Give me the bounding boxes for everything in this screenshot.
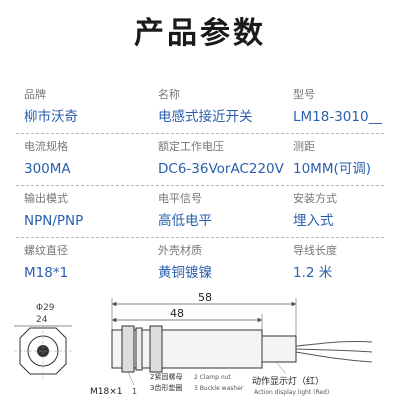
spec-row-4: 螺纹直径 M18*1 外壳材质 黄铜镀镍 导线长度 1.2 米 [0,238,400,290]
spec-row-2: 电流规格 300MA 额定工作电压 DC6-36VorAC220V 测距 10M… [0,134,400,186]
spec-cell-output: 输出模式 NPN/PNP [24,192,150,230]
cable-wire [295,351,373,363]
spec-value-current: 300MA [24,161,71,177]
spec-label-material: 外壳材质 [158,244,202,257]
spec-label-mounting: 安装方式 [293,192,337,205]
spec-value-name: 电感式接近开关 [158,109,253,125]
row-divider [16,185,384,186]
spec-label-voltage: 额定工作电压 [158,140,224,153]
side-view: 58 48 [111,291,373,373]
cable-wire [295,348,373,353]
spec-label-range: 测距 [293,140,315,153]
leader-line [275,361,287,375]
part1-number: 1 [132,387,137,396]
spec-cell-material: 外壳材质 黄铜镀镍 [158,244,288,282]
spec-row-1: 品牌 柳市沃奇 名称 电感式接近开关 型号 LM18-3010__ [0,82,400,134]
spec-label-output: 输出模式 [24,192,68,205]
part3-en: 3 Buckle washer [194,385,244,392]
spec-cell-thread: 螺纹直径 M18*1 [24,244,150,282]
clamp-nut-left [121,325,135,373]
clamp-nut-right [149,325,163,373]
spec-cell-voltage: 额定工作电压 DC6-36VorAC220V [158,140,288,178]
spec-cell-range: 测距 10MM(可调) [293,140,397,178]
spec-cell-mounting: 安装方式 埋入式 [293,192,397,230]
spec-cell-signal: 电平信号 高低电平 [158,192,288,230]
spec-value-voltage: DC6-36VorAC220V [158,161,284,177]
cable-wire [295,340,373,347]
spec-label-brand: 品牌 [24,88,46,101]
spec-value-signal: 高低电平 [158,213,212,229]
page-title: 产品参数 [134,16,266,51]
led-label: 动作显示灯（红） [252,375,324,387]
spec-label-thread: 螺纹直径 [24,244,68,257]
face-inner-dim: 24 [36,315,48,325]
spec-value-cable: 1.2 米 [293,265,333,281]
spec-value-output: NPN/PNP [24,213,84,229]
spec-label-current: 电流规格 [24,140,68,153]
spec-value-mounting: 埋入式 [293,213,334,229]
face-outer-dim: Φ29 [36,303,55,313]
total-length-value: 58 [198,291,212,304]
part3-label: 3齿形垫圈 [150,383,182,392]
row-divider [16,133,384,134]
spec-cell-name: 名称 电感式接近开关 [158,88,288,126]
spec-table: 品牌 柳市沃奇 名称 电感式接近开关 型号 LM18-3010__ 电流规格 3… [0,82,400,290]
spec-cell-cable: 导线长度 1.2 米 [293,244,397,282]
spec-label-signal: 电平信号 [158,192,202,205]
part2-en: 2 Clamp nut [194,374,231,381]
led-label-en: Action display light (Red) [254,389,329,396]
spec-value-material: 黄铜镀镍 [158,265,212,281]
dimension-drawing: Φ29 24 58 48 M18×1 1 2紧固螺母 2 Clamp nut 3… [14,291,373,397]
leader-line [127,371,135,386]
nut-outline [19,327,67,375]
spec-value-thread: M18*1 [24,265,69,281]
spec-label-name: 名称 [158,88,180,101]
row-divider [16,237,384,238]
spec-cell-current: 电流规格 300MA [24,140,150,178]
spec-cell-brand: 品牌 柳市沃奇 [24,88,150,126]
part2-label: 2紧固螺母 [150,372,182,381]
callouts: M18×1 1 2紧固螺母 2 Clamp nut 3齿形垫圈 3 Buckle… [90,361,329,397]
cable-gland [261,335,297,363]
thread-label: M18×1 [90,387,122,397]
spec-row-3: 输出模式 NPN/PNP 电平信号 高低电平 安装方式 埋入式 [0,186,400,238]
front-view: Φ29 24 [14,303,72,380]
buckle-washer [135,327,143,371]
spec-value-range: 10MM(可调) [293,161,372,177]
spec-value-brand: 柳市沃奇 [24,109,78,125]
spec-label-cable: 导线长度 [293,244,337,257]
thread-length-value: 48 [170,307,184,320]
spec-cell-model: 型号 LM18-3010__ [293,88,397,126]
spec-value-model: LM18-3010__ [293,109,383,125]
spec-label-model: 型号 [293,88,315,101]
